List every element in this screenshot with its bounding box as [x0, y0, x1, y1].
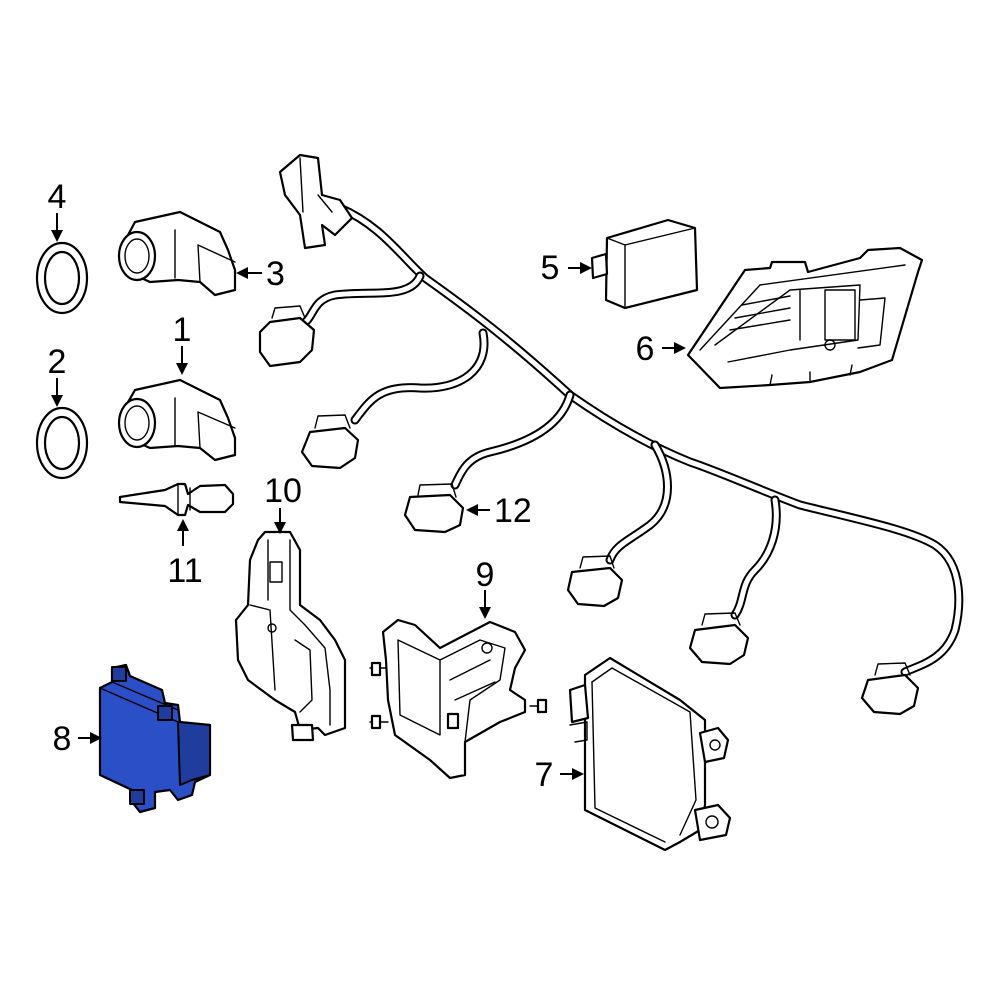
control-unit-7[interactable] — [568, 656, 732, 852]
callout-5: 5 — [541, 249, 560, 287]
mounting-bracket-10[interactable] — [234, 530, 347, 742]
mounting-bracket-6[interactable] — [686, 246, 924, 390]
callout-1: 1 — [173, 311, 192, 349]
callout-10: 10 — [264, 472, 302, 510]
callout-12: 12 — [494, 492, 532, 530]
callout-3: 3 — [266, 255, 285, 293]
wiring-harness[interactable] — [258, 153, 964, 716]
callout-2: 2 — [48, 343, 67, 381]
callout-7: 7 — [535, 756, 554, 794]
parking-sensor-3[interactable] — [117, 210, 237, 297]
parking-sensor-1[interactable] — [117, 378, 237, 462]
sensor-pin-11[interactable] — [118, 482, 235, 517]
ring-seal-2[interactable] — [35, 406, 89, 480]
callout-arrows — [51, 213, 686, 780]
callout-4: 4 — [48, 178, 67, 216]
control-module-5[interactable] — [590, 218, 699, 310]
highlighted-control-module-8[interactable] — [98, 663, 212, 814]
callout-6: 6 — [636, 330, 655, 368]
ring-seal-4[interactable] — [35, 241, 89, 315]
callout-11: 11 — [167, 552, 202, 590]
callout-8: 8 — [53, 720, 72, 758]
callout-9: 9 — [476, 556, 495, 594]
module-bracket-9[interactable] — [369, 618, 548, 780]
